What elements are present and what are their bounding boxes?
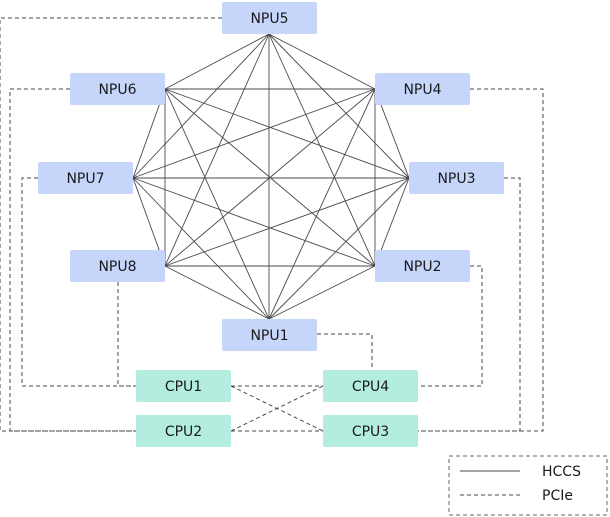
npu2-label: NPU2: [403, 259, 441, 275]
npu3-box: [409, 162, 504, 194]
npu8-label: NPU8: [98, 259, 136, 275]
hccs-link-npu1-npu8: [164, 265, 270, 320]
npu5-node: NPU5: [222, 2, 317, 34]
pcie-link-npu7-cpu1: [21, 177, 136, 387]
npu7-box: [38, 162, 133, 194]
pcie-link-npu5-cpu2: [0, 17, 222, 432]
cpu4-box: [323, 370, 418, 402]
npu4-node: NPU4: [375, 73, 470, 105]
npu7-node: NPU7: [38, 162, 133, 194]
cpu2-node: CPU2: [136, 415, 231, 447]
cpu4-label: CPU4: [352, 379, 389, 395]
npu6-node: NPU6: [70, 73, 165, 105]
cpu3-label: CPU3: [352, 424, 389, 440]
nodes: NPU1 NPU2 NPU3 NPU4 NPU5NPU6NPU7NPU8CPU1CPU2…: [38, 2, 504, 447]
npu5-box: [222, 2, 317, 34]
cpu2-label: CPU2: [165, 424, 202, 440]
npu1-node: NPU1: [222, 319, 317, 351]
pcie-link-npu8-cpu1: [117, 282, 136, 387]
cpu3-box: [323, 415, 418, 447]
npu7-label: NPU7: [66, 171, 104, 187]
npu5-label: NPU5: [250, 11, 288, 27]
legend: HCCS PCIe: [448, 455, 608, 516]
npu1-box: [222, 319, 317, 351]
hccs-link-npu1-npu7: [132, 177, 270, 320]
npu2-box: [375, 250, 470, 282]
hccs-link-npu5-npu6: [164, 33, 270, 90]
hccs-links: [132, 33, 410, 320]
hccs-link-npu5-npu7: [132, 33, 270, 179]
npu4-box: [375, 73, 470, 105]
pcie-link-npu2-cpu4: [418, 265, 483, 387]
hccs-link-npu1-npu3: [268, 177, 410, 320]
legend-pcie-label: PCIe: [542, 488, 573, 504]
npu1-label: NPU1: [250, 328, 288, 344]
hccs-link-npu1-npu6: [164, 88, 270, 320]
hccs-link-npu1-npu2: [268, 265, 376, 320]
npu8-node: NPU8: [70, 250, 165, 282]
npu2-node: NPU2: [375, 250, 470, 282]
hccs-link-npu3-npu6: [164, 88, 410, 179]
hccs-link-npu4-npu8: [164, 88, 376, 267]
cpu1-label: CPU1: [165, 379, 202, 395]
pcie-link-npu6-cpu2: [9, 88, 136, 432]
npu6-label: NPU6: [98, 82, 136, 98]
pcie-links: [0, 17, 544, 432]
cpu1-box: [136, 370, 231, 402]
cpu2-box: [136, 415, 231, 447]
hccs-link-npu1-npu4: [268, 88, 376, 320]
hccs-link-npu3-npu8: [164, 177, 410, 267]
hccs-link-npu2-npu5: [268, 33, 376, 267]
legend-frame: [448, 455, 608, 516]
npu8-box: [70, 250, 165, 282]
pcie-link-cpu2-cpu4: [230, 385, 324, 432]
npu3-label: NPU3: [437, 171, 475, 187]
cpu4-node: CPU4: [323, 370, 418, 402]
hccs-link-npu2-npu7: [132, 177, 376, 267]
npu4-label: NPU4: [403, 82, 441, 98]
legend-hccs-label: HCCS: [542, 464, 581, 480]
hccs-link-npu3-npu5: [268, 33, 410, 179]
cpu3-node: CPU3: [323, 415, 418, 447]
npu6-box: [70, 73, 165, 105]
hccs-link-npu5-npu8: [164, 33, 270, 267]
pcie-link-npu3-cpu3: [418, 177, 521, 432]
cpu1-node: CPU1: [136, 370, 231, 402]
pcie-link-npu1-cpu4: [317, 333, 373, 370]
hccs-link-npu4-npu5: [268, 33, 376, 90]
npu3-node: NPU3: [409, 162, 504, 194]
hccs-link-npu4-npu7: [132, 88, 376, 179]
pcie-link-npu4-cpu3: [418, 88, 544, 432]
